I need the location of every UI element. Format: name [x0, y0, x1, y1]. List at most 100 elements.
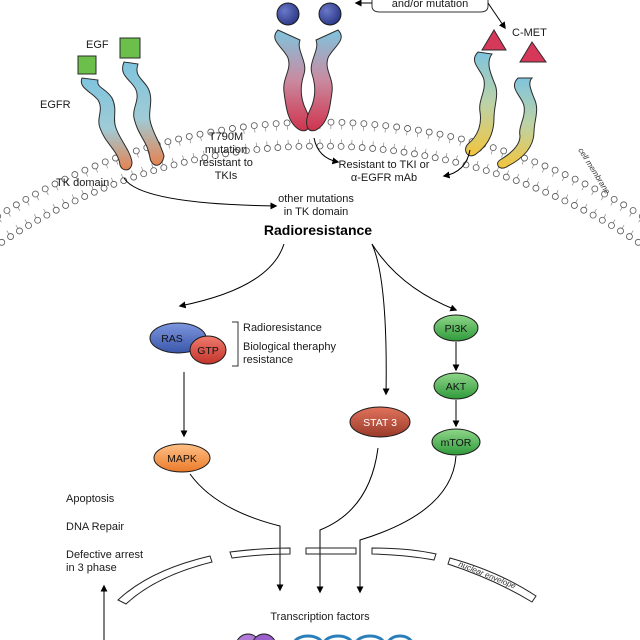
lipid-tail: [116, 160, 119, 165]
lipid-head: [442, 156, 449, 164]
lipid-tail: [211, 134, 213, 139]
lipid-head: [52, 206, 60, 214]
lipid-tail: [81, 189, 84, 194]
lipid-head: [327, 118, 335, 126]
lipid-tail: [619, 207, 623, 212]
lipid-tail: [168, 144, 170, 149]
lipid-tail: [416, 133, 419, 138]
lipid-tail: [213, 148, 215, 153]
lipid-head: [348, 143, 356, 151]
lipid-head: [571, 175, 579, 183]
arrow-to-pi3k: [371, 243, 458, 312]
lipid-head: [132, 147, 140, 155]
lipid-head: [100, 184, 108, 192]
lipid-head: [3, 207, 11, 214]
gtp-ellipse: [189, 335, 227, 365]
lipid-head: [207, 128, 215, 136]
akt-node: AKT: [433, 372, 479, 400]
lipid-tail: [24, 219, 28, 224]
lipid-tail: [629, 212, 632, 217]
lipid-tail: [36, 196, 40, 201]
lipid-tail: [65, 181, 69, 186]
overexpression-callout: Overexpressionand/or mutation: [354, 0, 506, 30]
lipid-head: [502, 173, 510, 181]
lipid-head: [196, 130, 204, 138]
lipid-head: [371, 121, 379, 128]
lipid-tail: [542, 168, 545, 173]
lipid-tail: [52, 203, 56, 208]
lipid-head: [0, 238, 6, 246]
lipid-tail: [0, 219, 2, 223]
lipid-tail: [62, 199, 65, 203]
lipid-head: [411, 150, 418, 158]
lipid-tail: [192, 152, 195, 158]
lipid-head: [551, 166, 559, 174]
lipid-tail: [630, 230, 634, 235]
lipid-tail: [610, 201, 613, 206]
cmet-label: C-MET: [512, 27, 547, 39]
lipid-head: [25, 222, 32, 229]
lipid-head: [140, 170, 148, 178]
lipid-tail: [224, 146, 226, 151]
lipid-head: [390, 147, 397, 155]
lipid-tail: [507, 170, 509, 175]
lipid-head: [608, 222, 615, 229]
lipid-head: [61, 175, 69, 183]
lipid-head: [532, 184, 540, 192]
nuclear-envelope-label: nuclear envelope: [457, 560, 517, 591]
lipid-head: [7, 233, 14, 240]
pi3k-label: PI3K: [445, 323, 468, 335]
lipid-tail: [425, 148, 427, 153]
lipid-head: [531, 158, 539, 166]
lipid-head: [369, 145, 377, 152]
lipid-head: [71, 197, 79, 205]
arrow-mtor-to-nucleus: [356, 455, 457, 594]
lipid-head: [541, 162, 549, 170]
lipid-tail: [136, 153, 139, 158]
lipid-tail: [46, 191, 49, 196]
stat3-node: STAT 3: [349, 406, 411, 438]
cmet-receptor-right: [497, 41, 547, 169]
lipid-head: [175, 135, 182, 143]
lipid-tail: [56, 186, 59, 191]
lipid-tail: [91, 185, 94, 190]
lipid-tail: [565, 194, 569, 199]
lipid-head: [32, 190, 39, 198]
mtor-label: mTOR: [441, 437, 472, 449]
lipid-head: [130, 173, 138, 181]
lipid-tail: [526, 177, 529, 182]
lipid-tail: [121, 173, 123, 178]
lipid-tail: [75, 177, 78, 182]
lipid-tail: [393, 143, 395, 148]
lipid-head: [542, 188, 550, 196]
lipid-head: [16, 227, 23, 235]
lipid-head: [306, 142, 313, 150]
lipid-tail: [600, 196, 604, 201]
lipid-head: [101, 158, 109, 166]
lipid-head: [164, 138, 172, 146]
lipid-head: [382, 122, 390, 130]
lipid-head: [360, 120, 368, 128]
lipid-head: [62, 202, 70, 209]
lipid-head: [232, 148, 240, 156]
lipid-head: [379, 146, 387, 153]
pi3k-node: PI3K: [433, 314, 479, 342]
lipid-head: [284, 143, 292, 151]
lipid-tail: [556, 189, 559, 194]
lipid-head: [229, 125, 236, 132]
lipid-head: [551, 193, 559, 200]
lipid-head: [272, 120, 280, 128]
arrow-to-stat3: [371, 243, 390, 396]
lipid-head: [253, 146, 261, 153]
cmet-ligand-1: [481, 29, 507, 51]
lipid-tail: [395, 129, 397, 134]
dna-repair-label: DNA Repair: [66, 521, 124, 533]
ligand-ball-2: [318, 2, 342, 26]
lipid-tail: [221, 133, 224, 138]
lipid-tail: [476, 160, 479, 165]
lipid-head: [327, 142, 334, 150]
lipid-tail: [591, 191, 594, 196]
mapk-label: MAPK: [167, 453, 197, 465]
